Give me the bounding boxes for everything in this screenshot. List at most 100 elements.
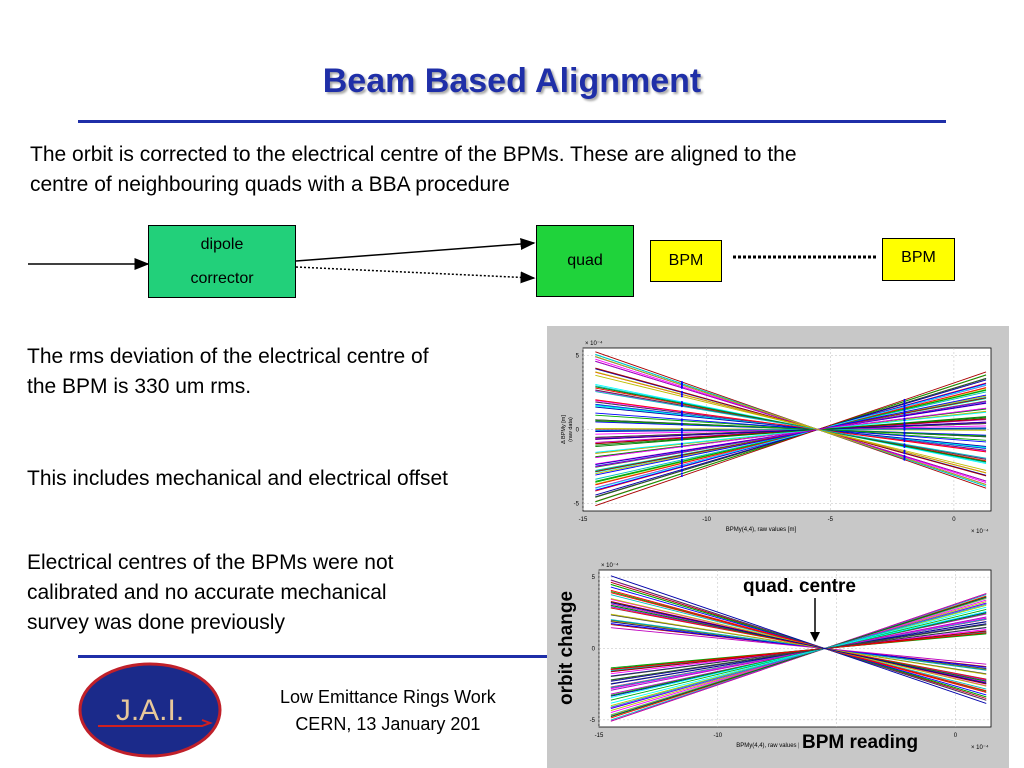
series-line bbox=[595, 411, 987, 453]
x-exponent-label: × 10⁻⁴ bbox=[971, 528, 989, 535]
series-line bbox=[595, 416, 987, 447]
logo-text: J.A.I. bbox=[116, 694, 184, 727]
data-point bbox=[903, 428, 906, 431]
data-point bbox=[903, 434, 906, 437]
y-axis-label: Δ BPMy [m](raw data) bbox=[561, 415, 574, 444]
series-line bbox=[610, 575, 987, 704]
rms-line-2: the BPM is 330 um rms. bbox=[27, 375, 252, 398]
data-point bbox=[680, 383, 683, 386]
data-point bbox=[680, 475, 683, 478]
data-point bbox=[903, 400, 906, 403]
bpm-box-left: BPM bbox=[650, 240, 722, 282]
y-tick-label: 5 bbox=[576, 353, 580, 359]
calibration-line-1: Electrical centres of the BPMs were not bbox=[27, 551, 394, 574]
series-line bbox=[610, 610, 987, 699]
footer-rule bbox=[78, 655, 548, 658]
series-line bbox=[595, 371, 987, 507]
y-tick-label: -5 bbox=[590, 718, 596, 724]
title-rule bbox=[78, 120, 946, 123]
series-line bbox=[610, 616, 987, 691]
calibration-paragraph: Electrical centres of the BPMs were not … bbox=[27, 548, 394, 638]
data-point bbox=[680, 410, 683, 413]
series-line bbox=[595, 428, 987, 431]
bpm-left-label: BPM bbox=[668, 252, 704, 269]
data-point bbox=[903, 410, 906, 413]
series-line bbox=[610, 619, 987, 671]
data-point bbox=[680, 458, 683, 461]
data-point bbox=[680, 386, 683, 389]
y-tick-label: 0 bbox=[576, 428, 580, 434]
data-point bbox=[680, 445, 683, 448]
jai-logo: J.A.I. bbox=[78, 662, 222, 758]
intro-line-1: The orbit is corrected to the electrical… bbox=[30, 143, 797, 166]
data-point bbox=[903, 455, 906, 458]
series-line bbox=[595, 360, 987, 482]
data-point bbox=[903, 402, 906, 405]
y-exponent-label: × 10⁻⁴ bbox=[601, 562, 619, 569]
series-line bbox=[610, 603, 987, 708]
orbit-change-label: orbit change bbox=[556, 590, 577, 705]
data-point bbox=[680, 405, 683, 408]
series-line bbox=[595, 391, 987, 459]
data-point bbox=[680, 437, 683, 440]
data-point bbox=[903, 456, 906, 459]
quad-box: quad bbox=[536, 225, 634, 297]
dipole-corrector-box: dipole corrector bbox=[148, 225, 296, 298]
footer-text: Low Emittance Rings Work CERN, 13 Januar… bbox=[280, 684, 496, 738]
series-line bbox=[610, 579, 987, 701]
data-point bbox=[903, 398, 906, 401]
series-line bbox=[595, 356, 987, 486]
series-line bbox=[610, 627, 987, 665]
x-tick-label: -15 bbox=[595, 733, 604, 739]
corrector-to-quad-arrow bbox=[295, 238, 536, 262]
data-point bbox=[680, 456, 683, 459]
x-tick-label: -15 bbox=[579, 517, 588, 523]
bpm-reading-label: BPM reading bbox=[799, 732, 922, 754]
quad-centre-label: quad. centre bbox=[743, 576, 856, 597]
series-line bbox=[610, 624, 987, 681]
data-point bbox=[903, 437, 906, 440]
data-point bbox=[903, 421, 906, 424]
intro-line-2: centre of neighbouring quads with a BBA … bbox=[30, 173, 510, 196]
data-point bbox=[680, 451, 683, 454]
series-line bbox=[610, 598, 987, 687]
series-line bbox=[610, 606, 987, 704]
data-point bbox=[903, 405, 906, 408]
data-point bbox=[680, 468, 683, 471]
data-point bbox=[680, 442, 683, 445]
series-line bbox=[595, 407, 987, 459]
series-line bbox=[610, 613, 987, 675]
data-point bbox=[680, 438, 683, 441]
series-line bbox=[595, 384, 987, 489]
x-tick-label: -10 bbox=[702, 517, 711, 523]
data-point bbox=[680, 393, 683, 396]
footer-line-1: Low Emittance Rings Work bbox=[280, 687, 496, 707]
data-point bbox=[680, 390, 683, 393]
series-line bbox=[595, 394, 987, 476]
y-axis-label-line-1: Δ BPMy [m] bbox=[561, 415, 567, 444]
series-line bbox=[610, 589, 987, 693]
x-axis-label: BPMy(4,4), raw values [m] bbox=[736, 743, 807, 749]
series-line bbox=[610, 632, 987, 670]
data-point bbox=[903, 450, 906, 453]
data-point bbox=[903, 452, 906, 455]
data-point bbox=[680, 431, 683, 434]
series-line bbox=[595, 379, 987, 496]
data-point bbox=[903, 424, 906, 427]
data-point bbox=[680, 418, 683, 421]
dipole-label: dipole bbox=[200, 235, 244, 253]
series-line bbox=[595, 371, 987, 474]
intro-paragraph: The orbit is corrected to the electrical… bbox=[30, 140, 797, 200]
series-line bbox=[595, 421, 987, 440]
y-exponent-label: × 10⁻⁴ bbox=[585, 340, 603, 347]
series-line bbox=[595, 400, 987, 468]
calibration-line-3: survey was done previously bbox=[27, 611, 285, 634]
data-point bbox=[903, 417, 906, 420]
data-point bbox=[903, 431, 906, 434]
footer-line-2: CERN, 13 January 201 bbox=[295, 714, 481, 734]
corrector-label: corrector bbox=[190, 269, 254, 287]
x-tick-label: 0 bbox=[954, 733, 958, 739]
